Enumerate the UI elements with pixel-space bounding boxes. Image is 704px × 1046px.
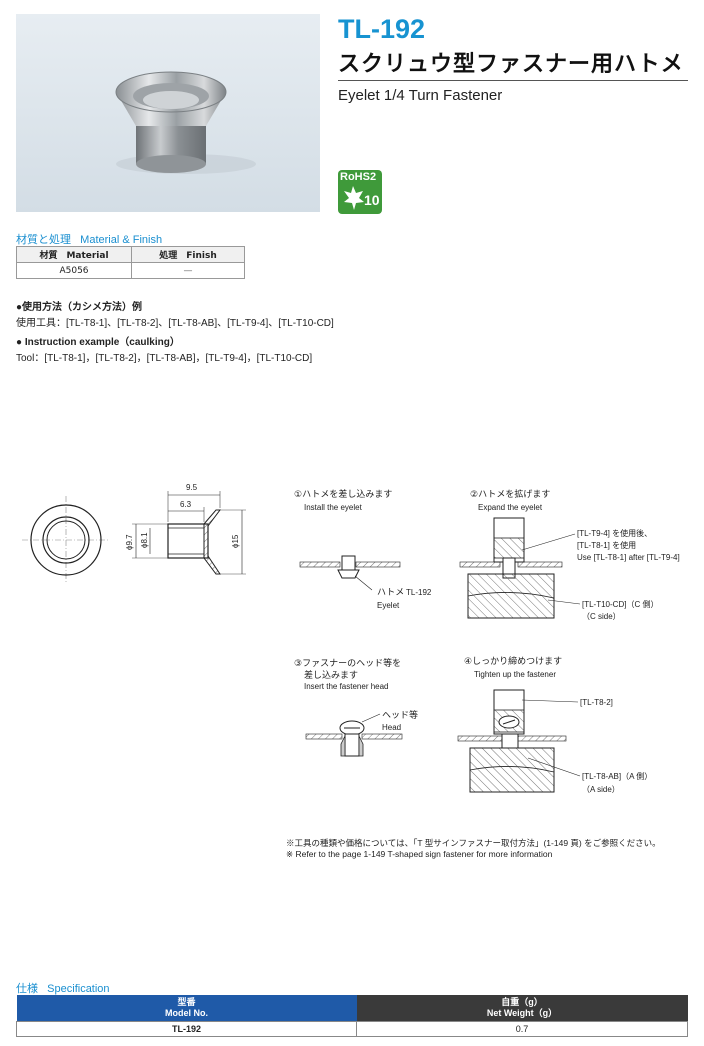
step2-title-en: Expand the eyelet <box>478 503 543 512</box>
finish-value: — <box>131 262 245 279</box>
material-heading-jp: 材質と処理 <box>16 234 71 246</box>
spec-heading-jp: 仕様 <box>16 983 38 995</box>
step2-title-jp: ②ハトメを拡げます <box>470 488 550 500</box>
spec-col-weight-en: Net Weight（g） <box>486 1008 558 1018</box>
step3-title-jp2: 差し込みます <box>304 669 358 681</box>
material-heading-en: Material & Finish <box>80 234 163 246</box>
step1-title-jp: ①ハトメを差し込みます <box>294 488 392 500</box>
step2-base1: [TL-T10-CD]（C 側） <box>582 599 658 609</box>
rohs-label: RoHS2 <box>340 171 377 183</box>
dim-dia-15: ϕ15 <box>231 534 240 548</box>
note-en: ※ Refer to the page 1-149 T-shaped sign … <box>286 849 553 859</box>
step4-title-en: Tighten up the fastener <box>474 670 556 679</box>
dim-6-3: 6.3 <box>180 500 192 509</box>
product-photo <box>16 14 320 212</box>
step2-drawing: ②ハトメを拡げます Expand the eyelet [TL-T9-4] を使… <box>459 488 680 621</box>
step3-label-jp: ヘッド等 <box>382 709 418 721</box>
rohs-badge: RoHS2 10 <box>338 170 382 214</box>
finish-col-header: 処理 Finish <box>131 246 245 263</box>
step4-drawing: ④しっかり締めつけます Tighten up the fastener [TL-… <box>457 655 652 794</box>
spec-col-weight: 自重（g） Net Weight（g） <box>356 995 688 1022</box>
step4-base1: [TL-T8-AB]（A 側） <box>582 771 652 781</box>
spec-col-model-jp: 型番 <box>177 997 196 1007</box>
step4-top-label: [TL-T8-2] <box>580 698 613 707</box>
product-title-jp: スクリュウ型ファスナー用ハトメ <box>338 52 684 77</box>
step2-base2: （C side） <box>582 612 621 621</box>
spec-heading: 仕様 Specification <box>16 980 110 996</box>
side-view-drawing: 9.5 6.3 ϕ9.7 ϕ8.1 ϕ15 <box>125 483 246 575</box>
step2-note1: [TL-T9-4] を使用後、 <box>577 528 652 538</box>
step3-label-en: Head <box>382 723 401 732</box>
step1-title-en: Install the eyelet <box>304 503 363 512</box>
material-table: 材質 Material 処理 Finish A5056 — <box>16 246 245 279</box>
model-number: TL-192 <box>338 14 426 44</box>
step4-base2: （A side） <box>582 785 620 794</box>
leaf-icon <box>344 186 364 210</box>
step3-title-en: Insert the fastener head <box>304 682 389 691</box>
material-value: A5056 <box>16 262 132 279</box>
spec-model-cell: TL-192 <box>16 1021 357 1037</box>
step1-label-jp: ハトメ <box>377 588 404 598</box>
spec-col-model-en: Model No. <box>165 1008 208 1018</box>
step3-drawing: ③ファスナーのヘッド等を 差し込みます Insert the fastener … <box>294 657 418 757</box>
step2-note2: [TL-T8-1] を使用 <box>577 540 636 550</box>
step1-label-code: TL-192 <box>406 588 432 597</box>
spec-table: 型番 Model No. 自重（g） Net Weight（g） TL-192 … <box>16 995 688 1037</box>
instruction-drawings: 9.5 6.3 ϕ9.7 ϕ8.1 ϕ15 ①ハトメを差し込みます Instal… <box>22 483 680 794</box>
usage-heading-jp: ●使用方法（カシメ方法）例 <box>16 302 143 313</box>
step1-label-en: Eyelet <box>377 601 400 610</box>
spec-heading-en: Specification <box>47 983 110 995</box>
usage-tools-en: Tool：[TL-T8-1]，[TL-T8-2]，[TL-T8-AB]，[TL-… <box>16 353 313 364</box>
rohs-number: 10 <box>364 192 380 208</box>
dim-dia-8-1: ϕ8.1 <box>140 532 149 548</box>
eyelet-photo-image <box>115 71 256 174</box>
spec-col-model: 型番 Model No. <box>16 995 357 1022</box>
spec-col-weight-jp: 自重（g） <box>501 997 543 1007</box>
usage-heading-en: ● Instruction example（caulking） <box>16 337 180 348</box>
step3-title-jp1: ③ファスナーのヘッド等を <box>294 657 401 669</box>
usage-tools-jp: 使用工具：[TL-T8-1]、[TL-T8-2]、[TL-T8-AB]、[TL-… <box>16 318 334 329</box>
dim-9-5: 9.5 <box>186 483 198 492</box>
product-title-en: Eyelet 1/4 Turn Fastener <box>338 87 503 104</box>
spec-row: TL-192 0.7 <box>16 1021 688 1037</box>
material-col-header: 材質 Material <box>16 246 132 263</box>
dim-dia-9-7: ϕ9.7 <box>125 534 134 550</box>
material-heading: 材質と処理 Material & Finish <box>16 231 162 247</box>
step1-drawing: ①ハトメを差し込みます Install the eyelet ハトメ TL-19… <box>294 488 432 610</box>
spec-weight-cell: 0.7 <box>356 1021 688 1037</box>
step2-note3: Use [TL-T8-1] after [TL-T9-4] <box>577 553 680 562</box>
note-jp: ※工具の種類や価格については、「T 型サインファスナー取付方法」(1-149 頁… <box>286 838 661 848</box>
step4-title-jp: ④しっかり締めつけます <box>464 655 562 667</box>
title-divider <box>338 80 688 81</box>
front-view-drawing <box>22 496 110 584</box>
